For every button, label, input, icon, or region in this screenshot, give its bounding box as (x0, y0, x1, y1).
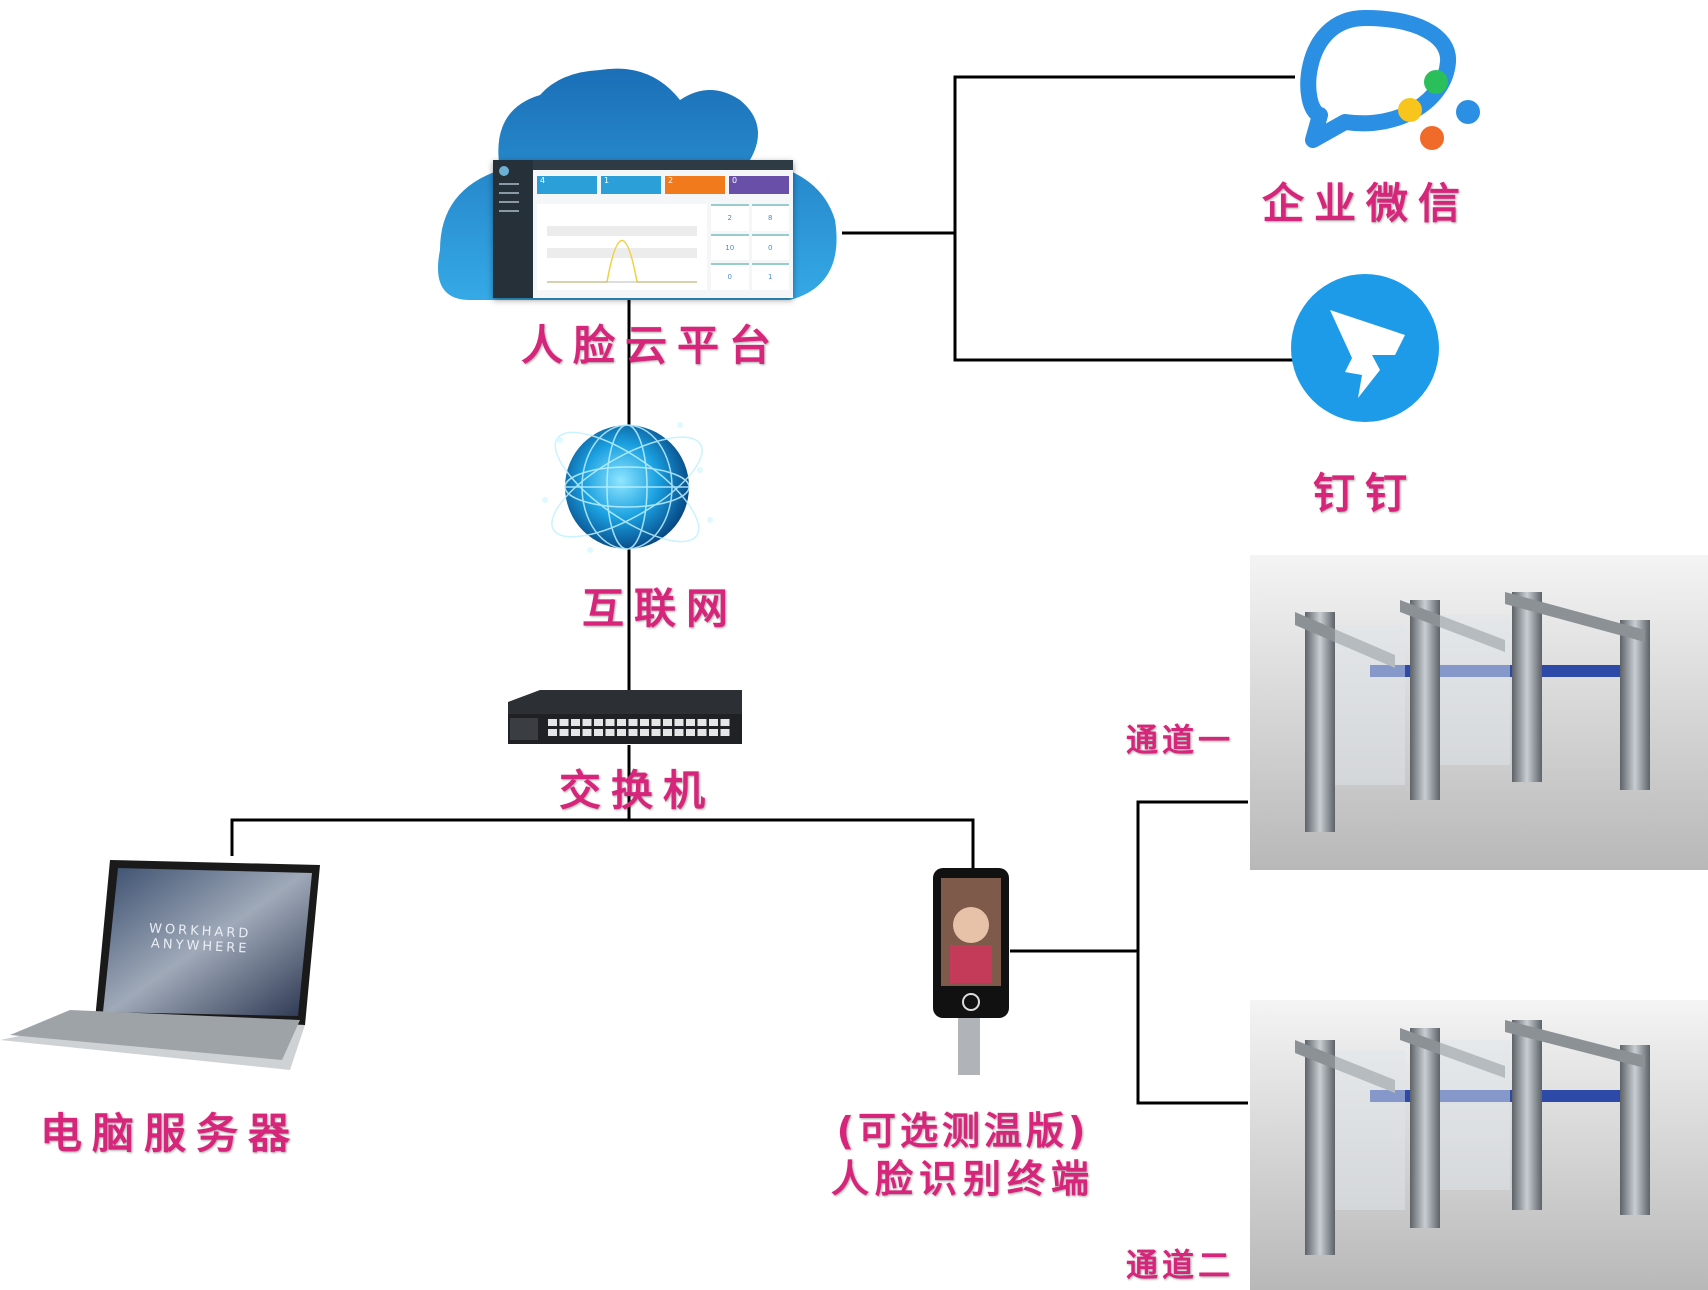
dashboard-tile: 4 (537, 176, 597, 194)
cloud-to-dingtalk-line (953, 233, 1295, 362)
network-switch-icon (508, 690, 742, 744)
dashboard-tile: 1 (601, 176, 661, 194)
dashboard-stat: 0 (711, 263, 749, 290)
switch-port (674, 719, 684, 726)
bus-line (230, 818, 975, 870)
wechat-work-logo-icon (1300, 10, 1480, 150)
switch-port (651, 719, 661, 726)
channel-1-label: 通道一 (1125, 721, 1235, 759)
dingtalk-logo-icon (1291, 274, 1439, 422)
switch-port (594, 719, 603, 726)
switch-port (582, 729, 592, 736)
switch-port (617, 729, 626, 736)
switch-label: 交换机 (558, 766, 716, 815)
switch-port (663, 719, 672, 726)
switch-port (605, 719, 615, 726)
switch-port (686, 719, 695, 726)
svg-text:ANYWHERE: ANYWHERE (151, 936, 250, 956)
switch-port (686, 729, 695, 736)
switch-port (651, 729, 661, 736)
switch-port (640, 719, 649, 726)
switch-port (709, 729, 718, 736)
dashboard-stat: 1 (751, 263, 789, 290)
switch-port (571, 729, 580, 736)
laptop-computer-icon: WORKHARD ANYWHERE (0, 860, 320, 1070)
dashboard-tile: 0 (729, 176, 789, 194)
internet-label: 互联网 (581, 584, 739, 633)
dashboard-tiles: 4 1 2 0 (537, 176, 789, 194)
switch-port (617, 719, 626, 726)
switch-port (559, 719, 569, 726)
svg-text:WORKHARD: WORKHARD (149, 921, 252, 941)
switch-port (720, 719, 730, 726)
dingtalk-label: 钉钉 (1312, 469, 1418, 518)
switch-port (640, 729, 649, 736)
switch-port (548, 729, 557, 736)
switch-port (720, 729, 730, 736)
dashboard-stat: 2 (711, 204, 749, 231)
cloud-dashboard-screenshot: 4 1 2 0 2 8 10 0 0 1 (493, 160, 793, 298)
switch-port (709, 719, 718, 726)
dashboard-tile: 2 (665, 176, 725, 194)
switch-port (548, 719, 557, 726)
internet-globe-icon (542, 422, 713, 553)
dashboard-topbar (493, 160, 793, 170)
cloud-to-apps-line (842, 75, 1295, 235)
gate-channel-1-icon (1250, 555, 1708, 870)
switch-port (559, 729, 569, 736)
channel-2-label: 通道二 (1125, 1246, 1235, 1284)
gates-branch-line (1136, 800, 1248, 1105)
dashboard-stat: 0 (751, 233, 789, 261)
switch-port (628, 719, 638, 726)
dashboard-line-plot (537, 204, 707, 290)
dashboard-stat: 10 (711, 233, 749, 261)
terminal-label-line1: (可选测温版) (836, 1109, 1090, 1153)
wechat-work-label: 企业微信 (1261, 179, 1471, 228)
switch-port (605, 729, 615, 736)
switch-port (571, 719, 580, 726)
switch-port (594, 729, 603, 736)
dashboard-sidebar (493, 160, 533, 298)
cloud-platform-label: 人脸云平台 (520, 321, 782, 370)
switch-port (582, 719, 592, 726)
face-terminal-device-icon (933, 868, 1009, 1075)
dashboard-stat-boxes: 2 8 10 0 0 1 (711, 204, 789, 290)
computer-server-label: 电脑服务器 (39, 1109, 301, 1158)
switch-port (697, 719, 707, 726)
switch-port (663, 729, 672, 736)
switch-port (628, 729, 638, 736)
dashboard-stat: 8 (751, 204, 789, 231)
switch-port (697, 729, 707, 736)
switch-port (674, 729, 684, 736)
gate-channel-2-icon (1250, 1000, 1708, 1290)
terminal-label-line2: 人脸识别终端 (830, 1157, 1096, 1201)
